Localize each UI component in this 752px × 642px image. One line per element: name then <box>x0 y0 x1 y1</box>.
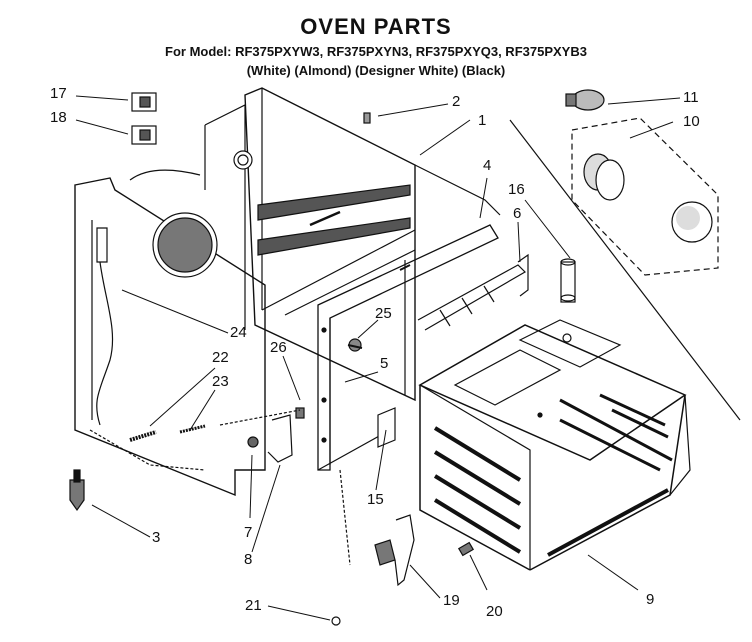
side-panel <box>74 169 266 497</box>
callout-23: 23 <box>212 373 229 390</box>
callout-9: 9 <box>646 591 655 608</box>
callout-18: 18 <box>50 109 67 126</box>
callout-5: 5 <box>380 355 389 372</box>
callout-24: 24 <box>230 324 247 341</box>
front-frame <box>317 224 499 471</box>
callout-19: 19 <box>443 592 460 609</box>
callout-15: 15 <box>367 491 384 508</box>
callout-8: 8 <box>244 551 253 568</box>
color-variants: (White) (Almond) (Designer White) (Black… <box>246 63 506 78</box>
diagram-title: OVEN PARTS <box>300 14 452 39</box>
callout-22: 22 <box>212 349 229 366</box>
model-numbers: For Model: RF375PXYW3, RF375PXYN3, RF375… <box>165 44 587 59</box>
callout-4: 4 <box>483 157 492 174</box>
callout-21: 21 <box>245 597 262 614</box>
oven-liner <box>418 319 691 571</box>
callout-10: 10 <box>683 113 700 130</box>
callout-16: 16 <box>508 181 525 198</box>
callout-17: 17 <box>50 85 67 102</box>
callout-2: 2 <box>452 93 461 110</box>
light-assembly <box>509 89 741 421</box>
callout-7: 7 <box>244 524 253 541</box>
callout-20: 20 <box>486 603 503 620</box>
callout-11: 11 <box>683 89 699 106</box>
oven-frame <box>204 87 501 402</box>
small-parts <box>69 92 576 626</box>
leader-lines <box>75 95 681 621</box>
callout-6: 6 <box>513 205 522 222</box>
callout-1: 1 <box>478 112 487 129</box>
callout-26: 26 <box>270 339 287 356</box>
callout-25: 25 <box>375 305 392 322</box>
rack-rail <box>417 253 529 331</box>
callout-3: 3 <box>152 529 161 546</box>
